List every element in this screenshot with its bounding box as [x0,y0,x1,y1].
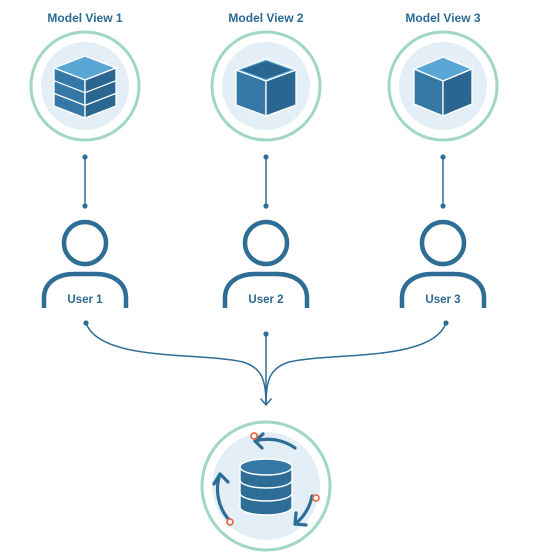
view-user-connector-1 [82,154,88,209]
user-icon [222,219,310,308]
stacked-layers-cube-icon [53,55,117,119]
model-view-1-title: Model View 1 [47,11,123,25]
model-view-2-title: Model View 2 [228,11,304,25]
database-icon [239,458,293,516]
sync-arrows-icon [212,432,314,527]
model-view-3-title: Model View 3 [405,11,481,25]
view-user-connector-2 [263,154,269,209]
user-icon [399,219,487,308]
user-flow-connectors [83,320,449,406]
user-icon [41,219,129,308]
sync-node-dots [226,432,320,526]
view-user-connector-3 [440,154,446,209]
open-box-icon [235,58,297,117]
user-3-label: User 3 [425,294,461,306]
user-1-label: User 1 [67,294,103,306]
solid-cube-icon [413,56,473,117]
user-2-label: User 2 [248,294,284,306]
